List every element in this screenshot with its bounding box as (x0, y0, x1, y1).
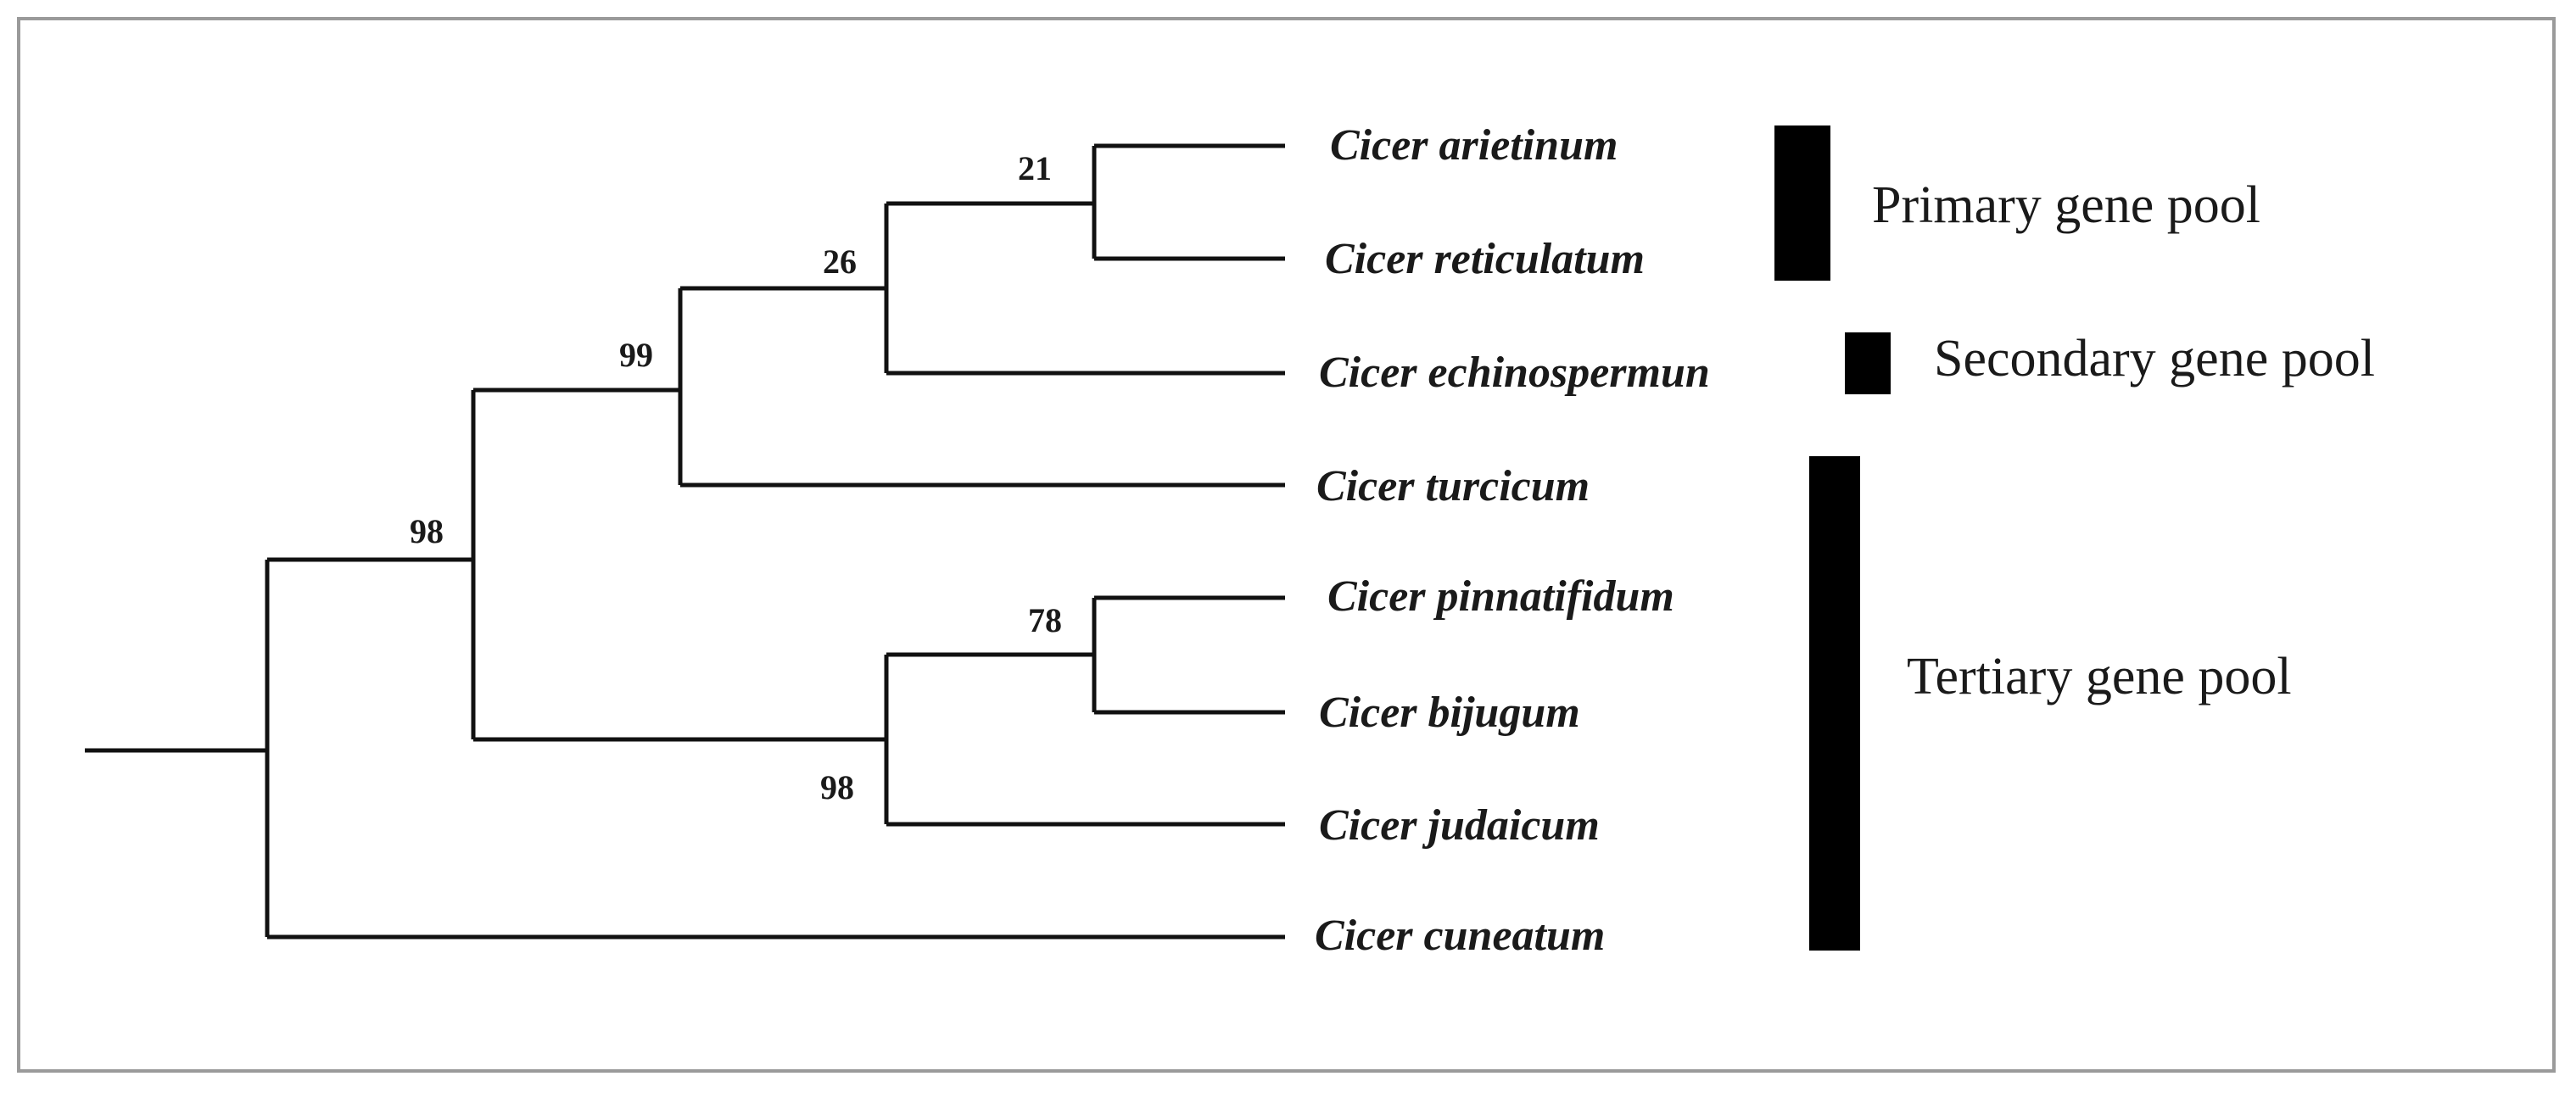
support-value-21: 21 (1018, 149, 1052, 187)
support-value-26: 26 (823, 243, 857, 281)
support-value-98-ingroup: 98 (410, 512, 444, 550)
tertiary-pool-label: Tertiary gene pool (1907, 648, 2292, 705)
support-value-99: 99 (619, 336, 653, 374)
taxon-label: Cicer cuneatum (1315, 912, 1605, 960)
taxon-label: Cicer bijugum (1319, 689, 1580, 737)
taxon-label: Cicer judaicum (1319, 801, 1600, 850)
primary-pool-label: Primary gene pool (1872, 176, 2260, 234)
support-value-98-lower: 98 (820, 768, 854, 806)
taxon-label: Cicer pinnatifidum (1327, 572, 1674, 621)
taxon-label: Cicer echinospermun (1319, 349, 1710, 397)
support-value-78: 78 (1028, 601, 1062, 639)
tertiary-pool-bar (1809, 456, 1860, 951)
secondary-pool-bar (1845, 332, 1891, 394)
taxon-label: Cicer reticulatum (1325, 235, 1645, 283)
primary-pool-bar (1774, 125, 1830, 281)
figure-frame (17, 17, 2556, 1073)
taxon-label: Cicer turcicum (1316, 462, 1590, 510)
taxon-label: Cicer arietinum (1330, 121, 1618, 170)
secondary-pool-label: Secondary gene pool (1934, 330, 2375, 388)
